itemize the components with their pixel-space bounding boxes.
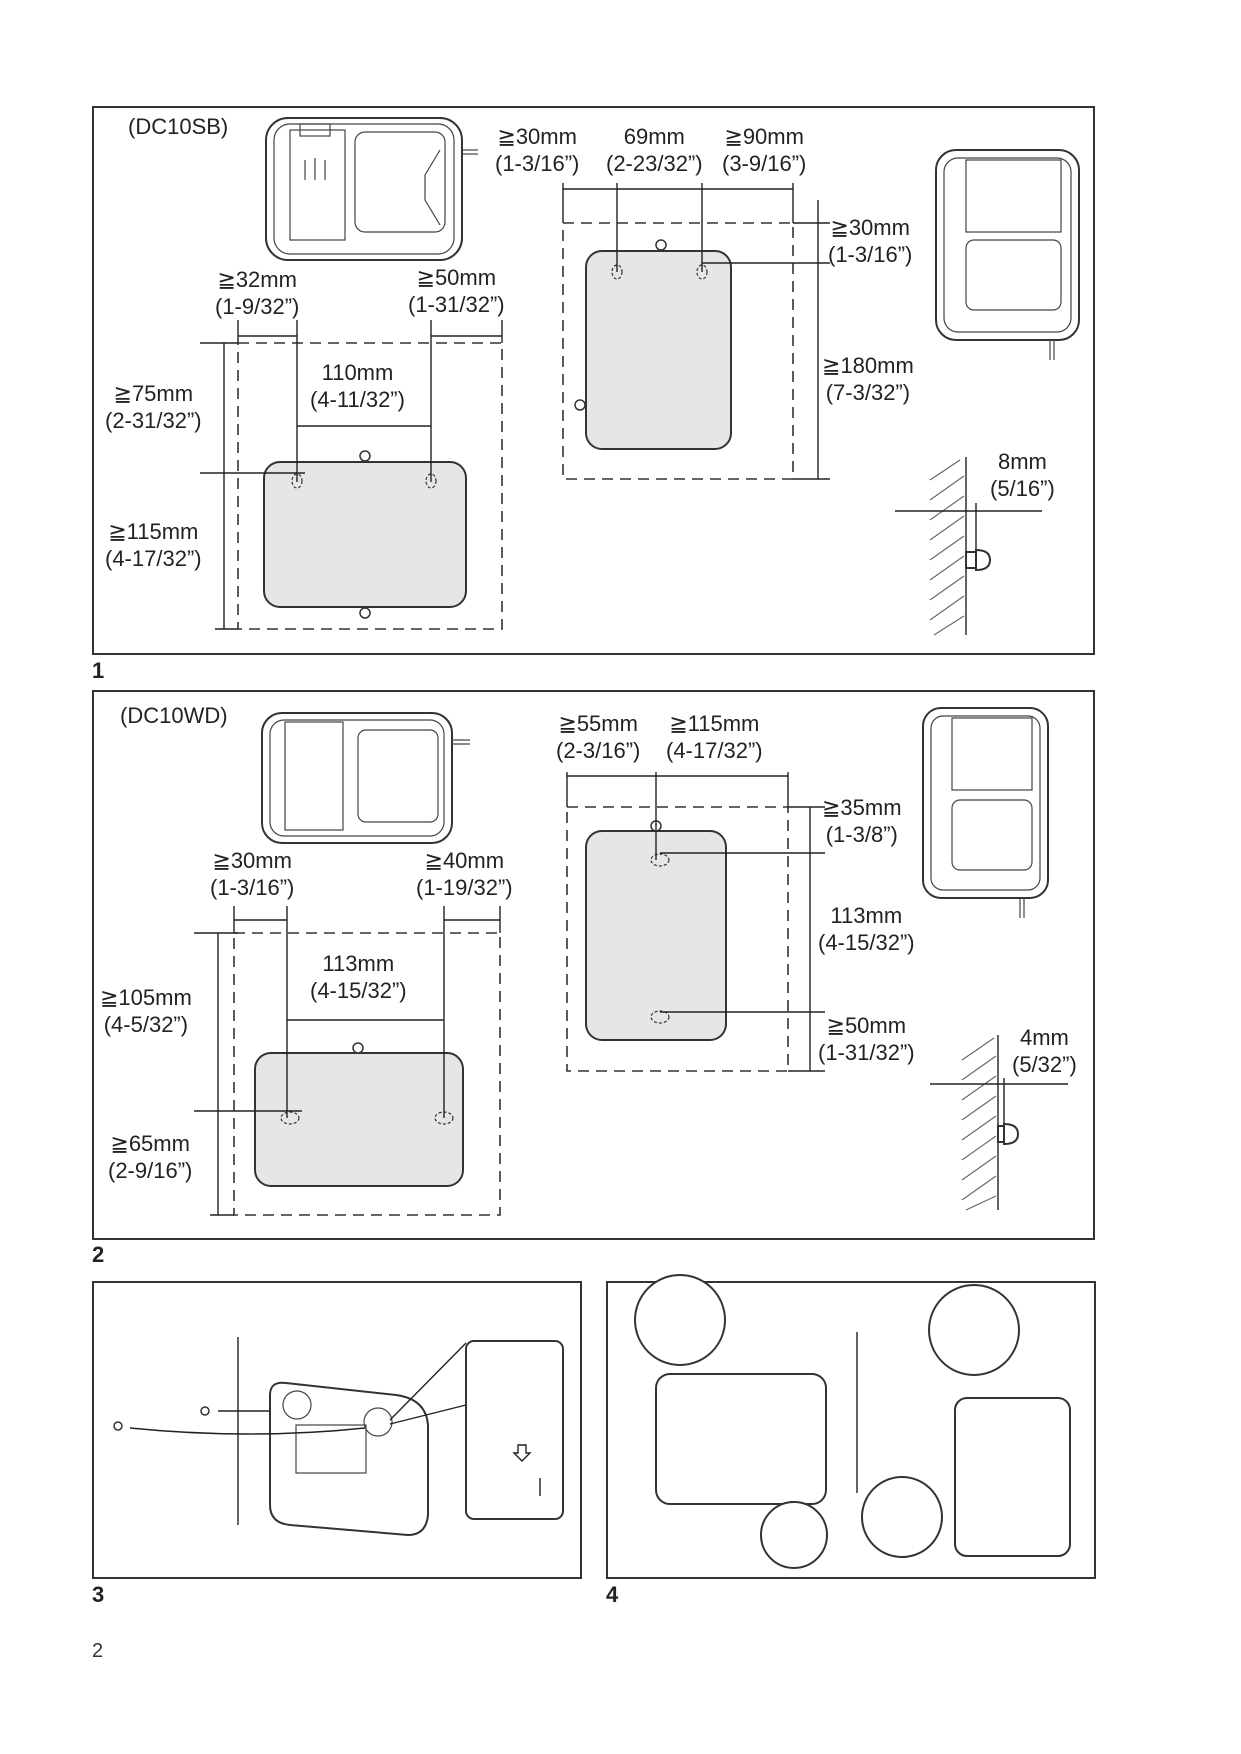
figure-number-2: 2 [92, 1242, 105, 1267]
dim-label: 113mm(4-15/32”) [310, 951, 407, 1003]
dim-label: ≧30mm(1-3/16”) [495, 124, 580, 176]
dim-label: 110mm(4-11/32”) [310, 360, 405, 412]
dim-label: ≧115mm(4-17/32”) [666, 711, 763, 763]
screw-detail-callout [760, 1501, 828, 1569]
dim-label: ≧32mm(1-9/32”) [215, 267, 300, 319]
dim-label: ≧55mm(2-3/16”) [556, 711, 641, 763]
figure-number-4: 4 [606, 1582, 619, 1607]
wall-screw-detail-1 [895, 457, 1042, 636]
keyhole-detail-inset [465, 1340, 564, 1520]
charger-vertical-mounted [954, 1397, 1071, 1557]
model-label-dc10sb: (DC10SB) [128, 114, 229, 139]
charger-back-illustration [269, 1381, 429, 1537]
dim-label: ≧30mm(1-3/16”) [210, 848, 295, 900]
screw-detail-callout [928, 1284, 1020, 1376]
charger-dc10sb-front-illustration [265, 117, 478, 261]
dim-label: ≧90mm(3-9/16”) [722, 124, 807, 176]
dim-label: ≧115mm(4-17/32”) [105, 519, 202, 571]
dim-label: ≧30mm(1-3/16”) [828, 215, 913, 267]
dim-label: ≧75mm(2-31/32”) [105, 381, 202, 433]
dim-label: ≧40mm(1-19/32”) [416, 848, 513, 900]
dim-label: ≧50mm(1-31/32”) [818, 1013, 915, 1065]
charger-dc10wd-front-illustration [261, 712, 470, 844]
figure-number-3: 3 [92, 1582, 105, 1607]
dim-label: ≧35mm(1-3/8”) [822, 795, 902, 847]
screw-detail-callout [861, 1476, 943, 1558]
wall-screw-detail-2 [930, 1035, 1068, 1211]
dim-label: ≧65mm(2-9/16”) [108, 1131, 193, 1183]
charger-horizontal-mounted [655, 1373, 827, 1505]
dim-label: ≧105mm(4-5/32”) [100, 985, 192, 1037]
model-label-dc10wd: (DC10WD) [120, 703, 228, 728]
dim-label: ≧180mm(7-3/32”) [822, 353, 914, 405]
charger-dc10wd-side-illustration [922, 707, 1049, 918]
page-number: 2 [92, 1640, 104, 1662]
charger-dc10sb-side-illustration [935, 149, 1080, 360]
dim-label: 4mm(5/32”) [1012, 1025, 1077, 1077]
dim-label: 113mm(4-15/32”) [818, 903, 915, 955]
dim-label: 8mm(5/16”) [990, 449, 1055, 501]
figure-number-1: 1 [92, 658, 105, 683]
screw-detail-callout [634, 1274, 726, 1366]
dim-label: 69mm(2-23/32”) [606, 124, 703, 176]
dim-label: ≧50mm(1-31/32”) [408, 265, 505, 317]
